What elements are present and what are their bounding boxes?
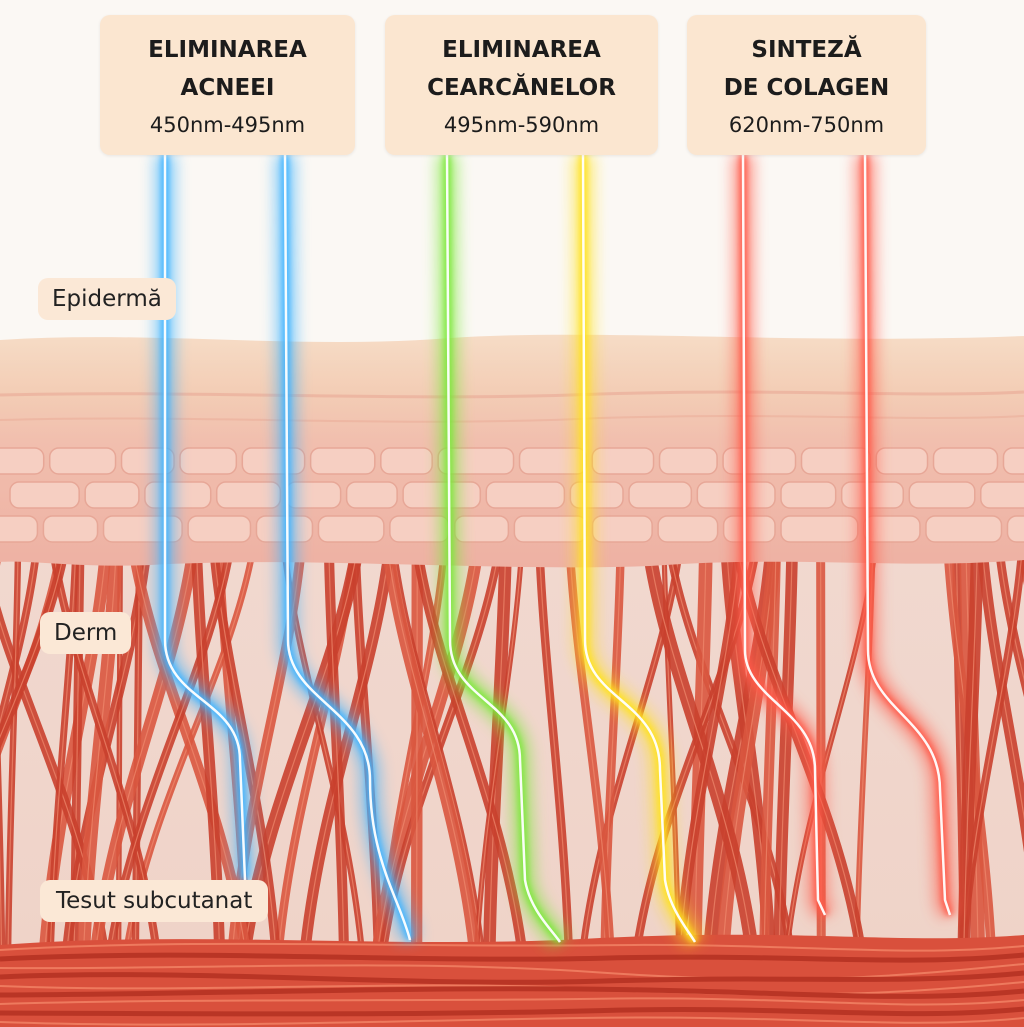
muscle-strand [0, 1016, 1024, 1026]
subcutaneous-muscle-layer [0, 934, 1024, 1027]
header-wavelength-range: 450nm-495nm [149, 113, 306, 137]
epidermis-cell [84, 481, 140, 509]
label-epidermis: Epidermă [38, 278, 176, 320]
epidermis-cell [1002, 447, 1024, 475]
header-title-line: ACNEEI [180, 75, 275, 101]
epidermis-cell [591, 515, 653, 543]
muscle-strand [0, 1006, 1024, 1017]
epidermis-cell [875, 447, 929, 475]
epidermis-cell [485, 481, 566, 509]
epidermis-cell [628, 481, 693, 509]
epidermis-cell [187, 515, 252, 543]
light-beam [274, 154, 421, 943]
label-dermis: Derm [40, 612, 132, 654]
epidermis-cell [215, 481, 282, 509]
muscle-strand [0, 970, 1024, 985]
epidermis-cell [42, 515, 99, 543]
muscle-strand [0, 986, 1024, 999]
header-title-line: ELIMINAREA [148, 37, 307, 63]
light-beam [854, 154, 961, 919]
muscle-strand [0, 952, 1024, 963]
light-beam [572, 154, 705, 948]
epidermis-cell [179, 447, 238, 475]
header-title-line: DE COLAGEN [723, 75, 890, 101]
light-beam [436, 154, 570, 949]
header-title-line: CEARCĂNELOR [427, 75, 616, 101]
header-wavelength-range: 620nm-750nm [728, 113, 885, 137]
epidermis-cell [658, 447, 718, 475]
muscle-strand [0, 963, 1024, 981]
muscle-strand [0, 942, 1024, 952]
header-dark-circles-removal: ELIMINAREA CEARCĂNELOR 495nm-590nm [385, 15, 658, 155]
epidermis-cell [0, 515, 39, 543]
epidermis-cell [908, 481, 976, 509]
light-beam [154, 155, 256, 881]
epidermis-cell [345, 481, 398, 509]
epidermis-cell [48, 447, 117, 475]
header-title-line: SINTEZĂ [751, 37, 862, 63]
epidermis-cell [317, 515, 385, 543]
epidermis-cell [925, 515, 1003, 543]
epidermis-cell [309, 447, 376, 475]
epidermis-cell [454, 515, 510, 543]
epidermis-layer [0, 334, 1024, 568]
label-subcutaneous-tissue: Tesut subcutanat [40, 880, 269, 922]
muscle-strand [0, 997, 1024, 1006]
epidermis-cell [980, 481, 1024, 509]
epidermis-cell [380, 447, 433, 475]
header-acne-removal: ELIMINAREA ACNEEI 450nm-495nm [100, 15, 355, 155]
epidermis-cell [591, 447, 655, 475]
epidermis-cell [780, 481, 837, 509]
header-collagen-synthesis: SINTEZĂ DE COLAGEN 620nm-750nm [687, 15, 926, 155]
epidermis-cell [932, 447, 999, 475]
epidermis-cell [780, 515, 859, 543]
header-wavelength-range: 495nm-590nm [443, 113, 600, 137]
epidermis-cell [0, 447, 45, 475]
light-beam [732, 154, 835, 920]
header-title-line: ELIMINAREA [442, 37, 601, 63]
light-beams [154, 154, 961, 949]
epidermis-cell [1006, 515, 1024, 543]
epidermis-cell [657, 515, 719, 543]
epidermis-cell [9, 481, 80, 509]
